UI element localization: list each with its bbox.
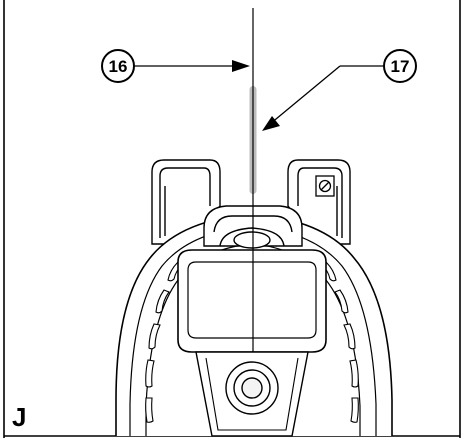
display-window <box>177 249 327 353</box>
right-grip-slots <box>319 261 359 423</box>
panel-label: J <box>12 402 26 432</box>
callout-17: 17 <box>262 49 417 131</box>
callout-16-arrowhead <box>232 60 250 72</box>
callout-16-label: 16 <box>109 57 128 76</box>
screw-icon <box>315 175 335 197</box>
guide-rod <box>249 8 257 352</box>
callout-17-label: 17 <box>391 57 410 76</box>
lens-housing <box>195 351 309 437</box>
callout-17-leader-d <box>269 65 341 125</box>
callout-17-arrowhead <box>262 116 280 131</box>
callout-16: 16 <box>101 49 250 83</box>
